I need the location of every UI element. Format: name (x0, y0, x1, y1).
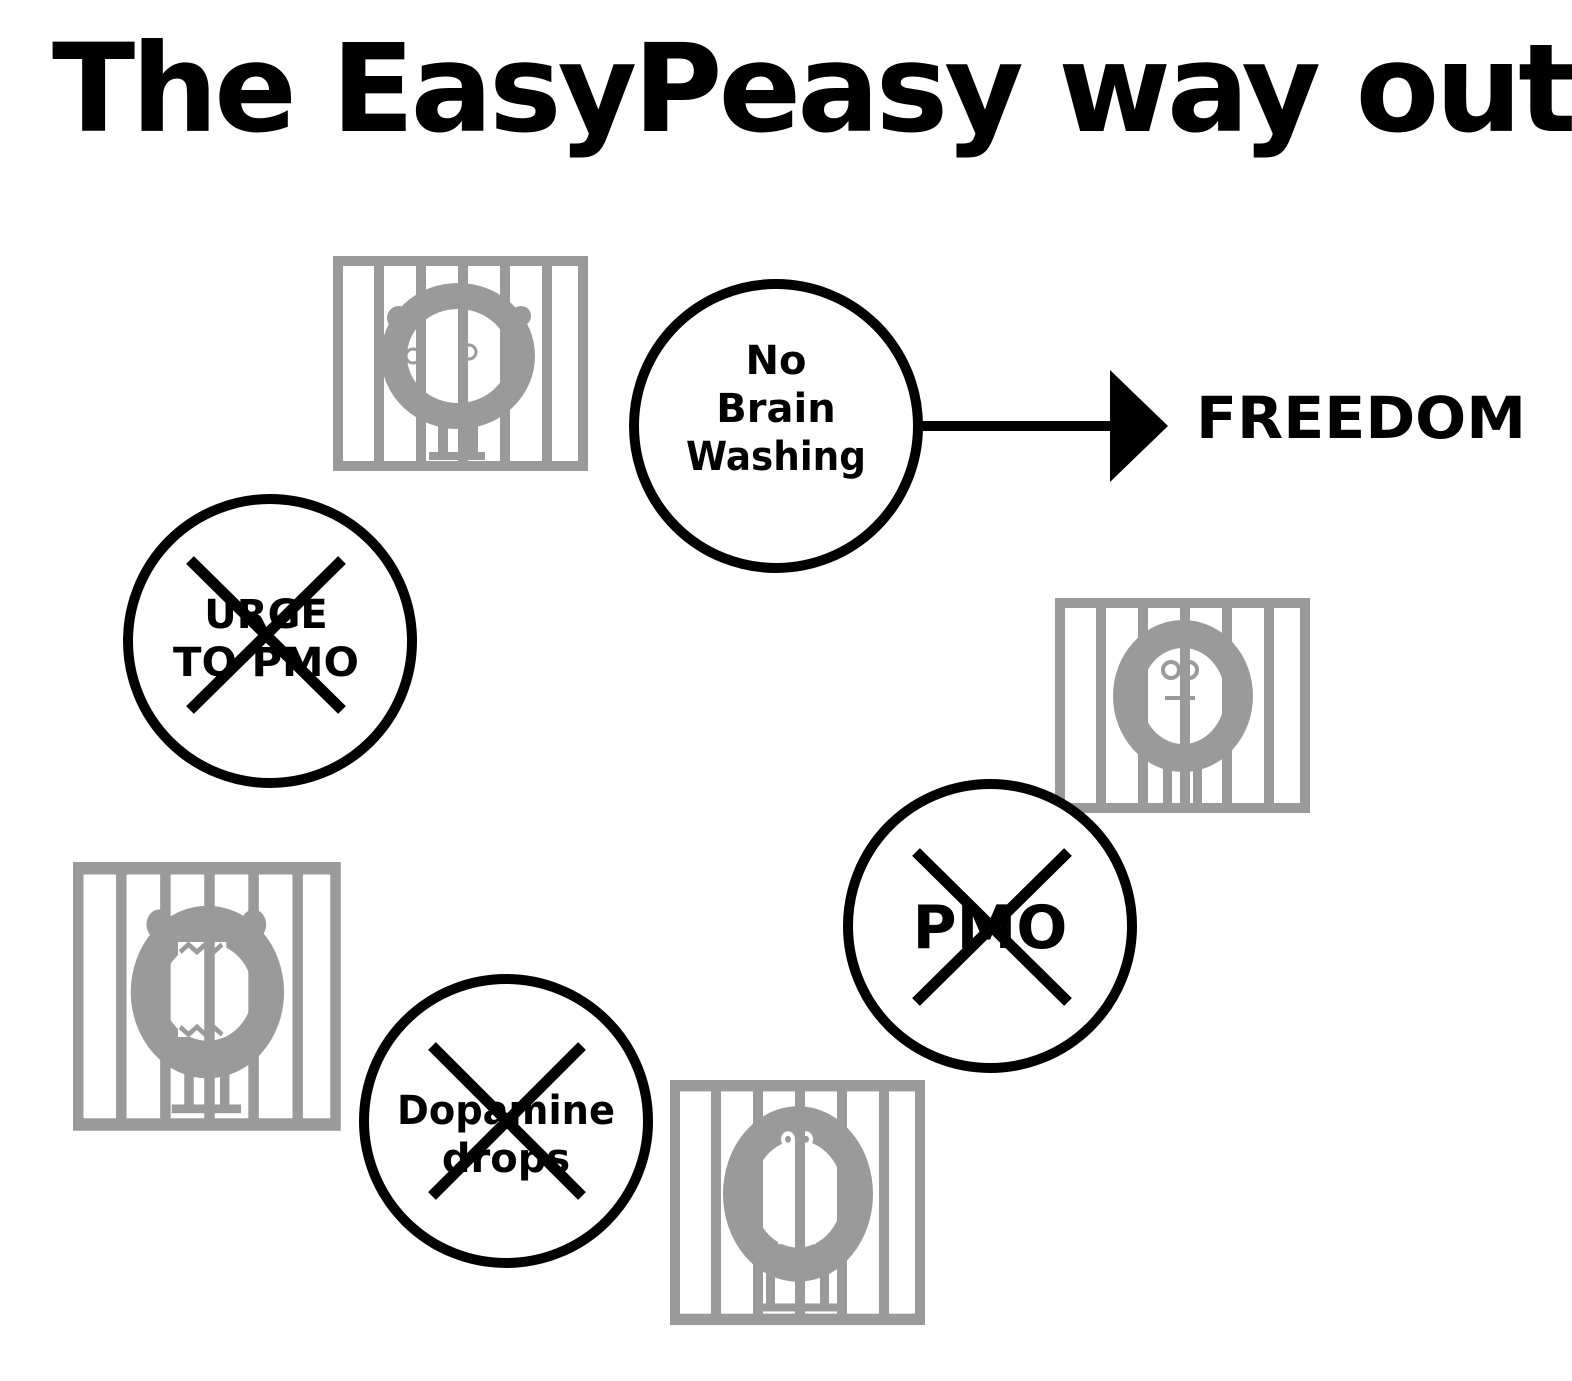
cage-left (78, 868, 335, 1124)
node-urge-to-pmo: URGE TO PMO (123, 494, 417, 788)
cage-bottom (675, 1086, 920, 1320)
node-no-brain-washing-line-1: No (746, 338, 807, 384)
page-title: The EasyPeasy way out (52, 18, 1572, 160)
caged-monster-icon (675, 1086, 920, 1320)
node-no-brain-washing: No Brain Washing (629, 279, 923, 573)
arrow-to-freedom (918, 370, 1168, 482)
freedom-label: FREEDOM (1196, 384, 1526, 452)
caged-monster-icon (338, 261, 583, 466)
cage-right (1060, 603, 1305, 808)
cross-out-icon (428, 1042, 586, 1200)
node-pmo: PMO (843, 779, 1137, 1073)
cage-top (338, 261, 583, 466)
node-dopamine-drops: Dopamine drops (359, 974, 653, 1268)
cross-out-icon (912, 848, 1072, 1006)
node-no-brain-washing-line-2: Brain (716, 386, 835, 432)
node-no-brain-washing-line-3: Washing (686, 434, 866, 480)
node-urge-to-pmo-line-2: TO PMO (173, 640, 359, 686)
caged-monster-icon (1060, 603, 1305, 808)
caged-monster-icon (78, 868, 335, 1124)
cross-out-icon (186, 556, 346, 714)
